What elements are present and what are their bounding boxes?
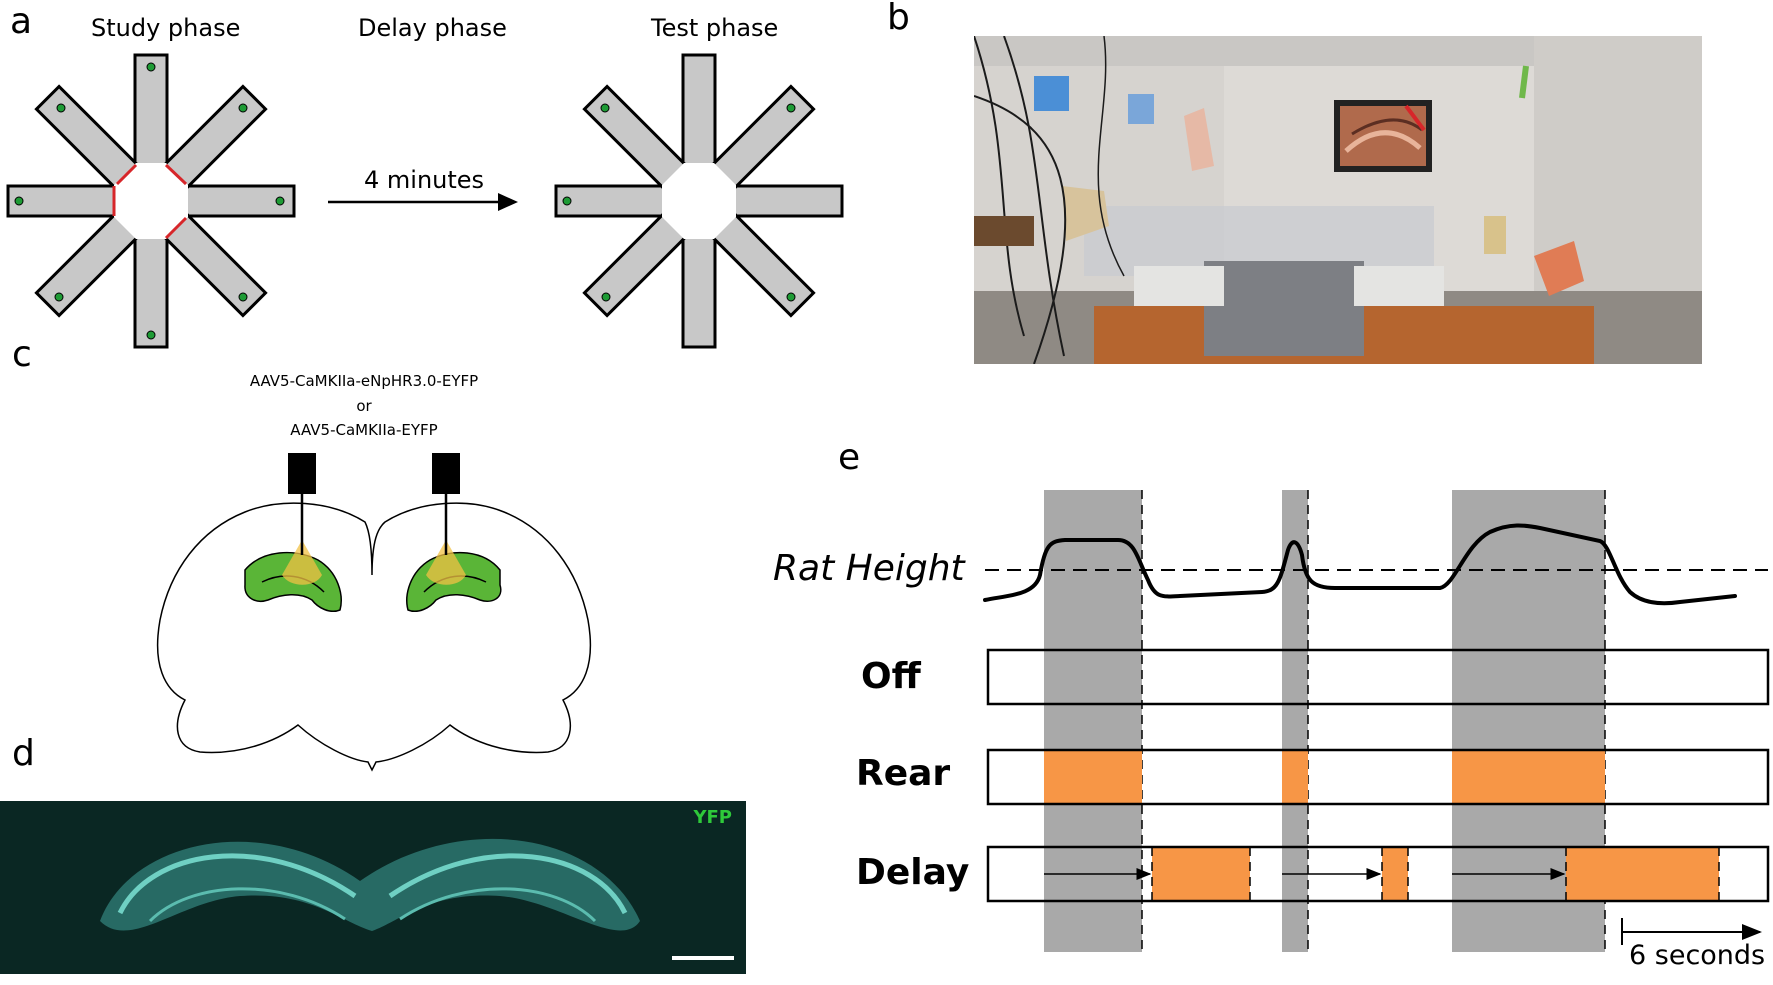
delay-duration-label: 4 minutes [364,166,485,194]
rear-stim-2 [1282,750,1308,804]
panel-b-letter: b [887,0,910,38]
vector-or-label: or [356,397,372,415]
coronal-brain-section [156,453,592,772]
off-row-box [986,648,1770,706]
rearing-epochs [1044,490,1605,952]
delay-stim-2 [1382,847,1408,901]
rear-row-label: Rear [856,753,951,794]
panel-a-letter: a [10,1,33,42]
delay-phase-label: Delay phase [358,14,507,42]
stimulation-timing-diagram [983,490,1770,952]
vector-label-halo: AAV5-CaMKIIa-eNpHR3.0-EYFP [249,372,479,390]
study-phase-label: Study phase [91,14,241,42]
rear-stim-3 [1452,750,1605,804]
delay-stim-3 [1566,847,1719,901]
yfp-histology-image: YFP [0,801,746,974]
test-phase-maze [554,53,844,349]
yfp-stain-label: YFP [693,807,732,828]
rear-row-box [986,748,1770,806]
panel-d-letter: d [12,733,35,774]
rat-height-label: Rat Height [773,548,965,589]
study-phase-maze [6,53,296,349]
rat-height-trace [983,523,1737,606]
panel-c-letter: c [12,334,32,375]
off-row-label: Off [861,656,921,697]
scale-bar-label: 6 seconds [1629,940,1766,971]
rear-stim-1 [1044,750,1142,804]
maze-room-photo [974,36,1702,364]
time-scale-bar [1621,918,1762,945]
test-phase-label: Test phase [651,14,779,42]
panel-e-letter: e [838,437,861,478]
vector-label-control: AAV5-CaMKIIa-EYFP [290,421,438,439]
delay-arrow [328,193,518,211]
delay-stim-1 [1152,847,1250,901]
delay-row-box [986,845,1770,903]
delay-row-label: Delay [856,852,970,893]
